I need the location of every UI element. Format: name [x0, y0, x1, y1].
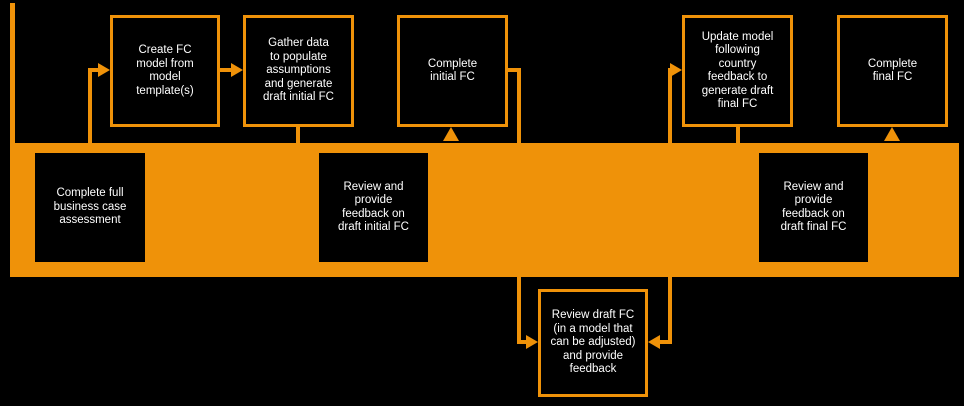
- step-complete-final-fc: Complete final FC: [837, 15, 948, 127]
- step-gather-data: Gather data to populate assumptions and …: [243, 15, 354, 127]
- connector-reviewdraft-updatemodel-vertical: [668, 68, 672, 344]
- step-label: Complete final FC: [867, 57, 918, 84]
- step-label: Review and provide feedback on draft ini…: [338, 180, 409, 234]
- arrowhead-right-icon: [670, 63, 682, 77]
- connector-initialfc-to-review-vertical: [517, 68, 521, 344]
- step-label: Complete full business case assessment: [53, 187, 127, 227]
- connector-initialfc-elbow-top: [506, 68, 521, 72]
- arrowhead-up-icon: [443, 127, 459, 141]
- step-label: Update model following country feedback …: [701, 30, 774, 111]
- connector-band-to-create-vertical: [88, 68, 92, 143]
- connector-create-to-gather: [220, 68, 233, 72]
- arrowhead-left-icon: [648, 335, 660, 349]
- connector-updatemodel-to-band: [736, 127, 740, 143]
- connector-start-tail: [10, 3, 15, 143]
- step-create-fc-model: Create FC model from model template(s): [110, 15, 220, 127]
- step-update-model: Update model following country feedback …: [682, 15, 793, 127]
- step-label: Review and provide feedback on draft fin…: [780, 180, 847, 234]
- arrowhead-right-icon: [98, 63, 110, 77]
- step-review-final-fc: Review and provide feedback on draft fin…: [759, 153, 868, 262]
- step-label: Create FC model from model template(s): [136, 44, 194, 97]
- step-label: Complete initial FC: [427, 57, 478, 84]
- arrowhead-up-icon: [884, 127, 900, 141]
- connector-band-to-create-horizontal: [88, 68, 100, 72]
- step-label: Gather data to populate assumptions and …: [263, 37, 334, 104]
- step-complete-initial-fc: Complete initial FC: [397, 15, 508, 127]
- connector-initialfc-elbow-bottom: [517, 340, 528, 344]
- arrowhead-right-icon: [231, 63, 243, 77]
- step-label: Review draft FC (in a model that can be …: [550, 309, 636, 376]
- connector-gather-to-band: [296, 127, 300, 143]
- connector-reviewdraft-elbow-bottom: [658, 340, 672, 344]
- step-review-draft-fc: Review draft FC (in a model that can be …: [538, 289, 648, 397]
- step-business-case-assessment: Complete full business case assessment: [35, 153, 145, 262]
- step-review-initial-fc: Review and provide feedback on draft ini…: [319, 153, 428, 262]
- arrowhead-right-icon: [526, 335, 538, 349]
